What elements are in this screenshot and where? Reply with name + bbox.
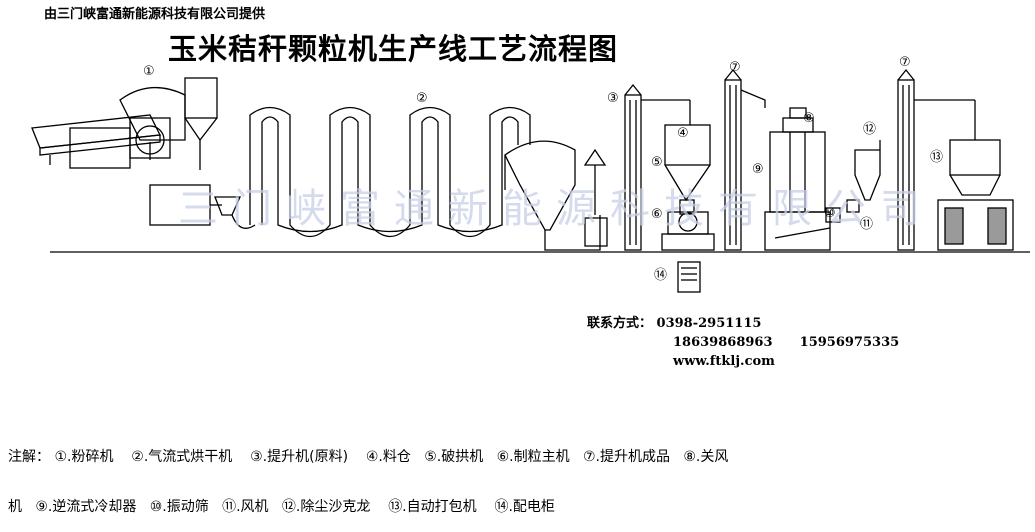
callout-4: ④ [677, 126, 689, 141]
note-item: 机 [8, 499, 22, 515]
control-cabinet [677, 261, 701, 293]
callout-9: ⑨ [752, 162, 764, 177]
dryer-feed-box [149, 184, 256, 229]
callout-7a: ⑦ [729, 60, 741, 75]
note-item: ⑫.除尘沙克龙 [281, 499, 371, 515]
contact-mobile-2: 15956975335 [799, 335, 900, 350]
callout-10: ⑩ [824, 206, 836, 221]
provider-line: 由三门峡富通新能源科技有限公司提供 [44, 7, 266, 22]
note-item: ⑭.配电柜 [494, 499, 555, 515]
contact-label: 联系方式： [587, 316, 653, 331]
material-silo [664, 124, 711, 215]
notes-prefix: 注解： [8, 449, 50, 465]
contact-info: 联系方式： 0398-2951115 18639868963 159569753… [587, 314, 899, 371]
callout-11: ⑪ [860, 217, 874, 232]
contact-phone: 0398-2951115 [656, 316, 762, 331]
diagram-title: 玉米秸秆颗粒机生产线工艺流程图 [168, 32, 619, 66]
crusher-machine [31, 77, 218, 170]
air-flow-dryer-pipes [249, 106, 531, 238]
raw-material-elevator [624, 83, 691, 251]
callout-1: ① [143, 64, 155, 79]
callout-12: ⑫ [863, 122, 877, 137]
note-item: ③.提升机(原料) [250, 449, 349, 465]
note-item: ④.料仓 [365, 449, 411, 465]
counterflow-cooler [764, 107, 831, 251]
note-item: ⑤.破拱机 [424, 449, 484, 465]
product-elevator [724, 68, 766, 251]
legend-notes: 注解： ①.粉碎机 ②.气流式烘干机 ③.提升机(原料) ④.料仓 ⑤.破拱机 … [8, 432, 1033, 532]
note-item: ⑩.振动筛 [149, 499, 209, 515]
callout-3: ③ [607, 91, 619, 106]
callout-5: ⑤ [651, 155, 663, 170]
contact-website[interactable]: www.ftklj.com [673, 354, 775, 369]
note-item: ⑨.逆流式冷却器 [35, 499, 137, 515]
packing-elevator [897, 68, 976, 251]
cyclone-separator [504, 140, 608, 251]
fan-and-dust-collector [825, 140, 881, 223]
callout-2: ② [416, 91, 428, 106]
note-item: ⑬.自动打包机 [388, 499, 477, 515]
process-flow-diagram [31, 68, 1030, 293]
callout-7b: ⑦ [899, 55, 911, 70]
callout-13: ⑬ [930, 150, 944, 165]
callout-8: ⑧ [803, 111, 815, 126]
pellet-machine [661, 211, 715, 251]
callout-14: ⑭ [654, 268, 668, 283]
note-item: ⑦.提升机成品 [582, 449, 670, 465]
note-item: ⑪.风机 [222, 499, 269, 515]
callout-6: ⑥ [651, 207, 663, 222]
note-item: ⑧.关风 [683, 449, 729, 465]
note-item: ②.气流式烘干机 [131, 449, 233, 465]
note-item: ①.粉碎机 [54, 449, 114, 465]
note-item: ⑥.制粒主机 [496, 449, 570, 465]
automatic-packing-machine [937, 139, 1014, 251]
contact-mobile-1: 18639868963 [673, 335, 773, 350]
watermark: 三门峡富通新能源科技有限公司 [178, 186, 934, 232]
